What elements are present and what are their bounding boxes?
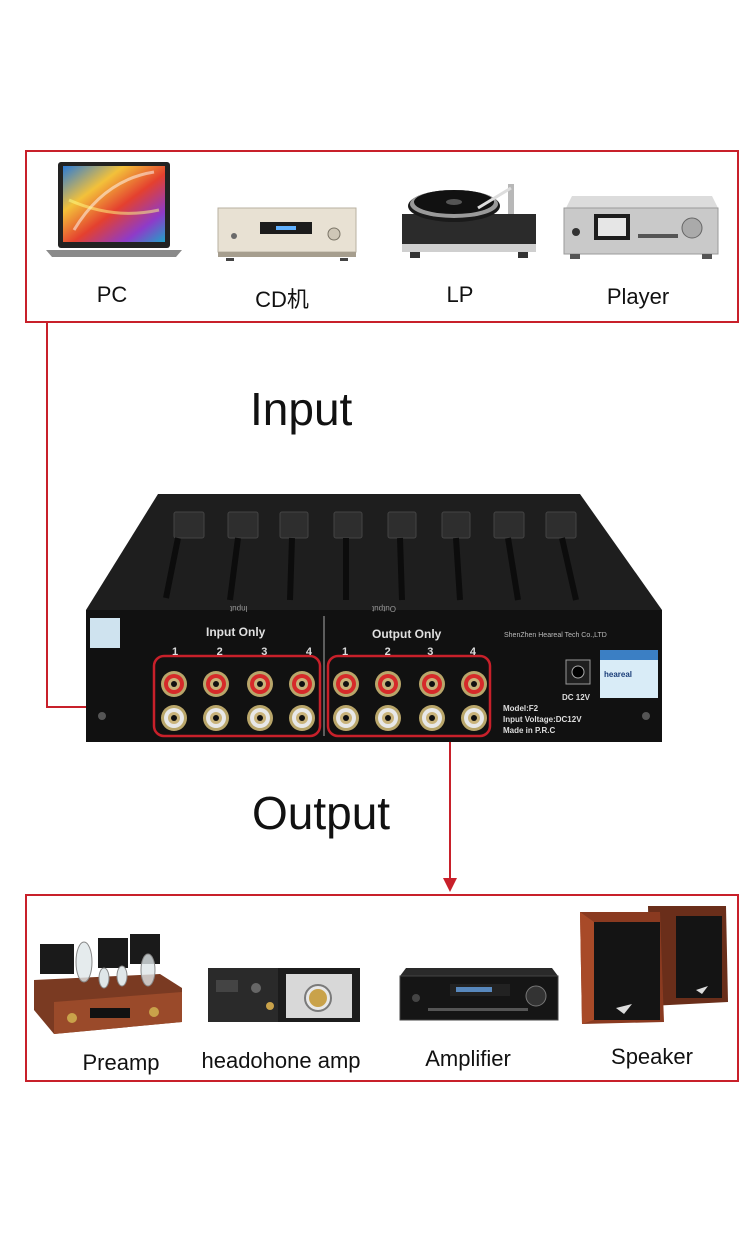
rca-jack-red [375,671,401,697]
media-player-icon [560,194,720,262]
rca-jack-white [461,705,487,731]
headphone-amp-icon [206,966,362,1026]
rca-jack-white [333,705,359,731]
input-port-number: 3 [261,646,268,658]
output-label-amplifier: Amplifier [425,1046,511,1071]
output-port-number: 4 [469,646,476,658]
output-title: Output [252,787,391,839]
input-port-numbers: 1 2 3 4 [172,646,312,658]
input-section-label: Input Only [206,625,266,639]
av-amplifier-icon [398,966,560,1026]
rca-jack-white [375,705,401,731]
input-port-number: 1 [172,646,179,658]
rca-jack-red [161,671,187,697]
input-label-lp: LP [446,282,474,307]
rca-jack-white [289,705,315,731]
input-port-number: 2 [216,646,223,658]
rca-jack-white [203,705,229,731]
voltage-text: Input Voltage:DC12V [503,715,582,724]
laptop-icon [44,160,184,260]
rca-jack-red [289,671,315,697]
rca-jack-red [203,671,229,697]
output-label-speaker: Speaker [611,1044,693,1069]
input-label-pc: PC [96,282,128,307]
rca-jack-white [247,705,273,731]
input-sources-box [25,150,739,323]
rca-jack-red [247,671,273,697]
output-port-number: 3 [427,646,434,658]
output-port-number: 2 [384,646,391,658]
output-label-headphone-amp: headohone amp [201,1048,361,1073]
output-port-number: 1 [342,646,349,658]
power-label: DC 12V [562,693,591,702]
origin-text: Made in P.R.C [503,726,556,735]
output-targets-box [25,894,739,1082]
sticker-brand: heareal [604,670,633,679]
rca-jack-white [419,705,445,731]
turntable-icon [396,180,542,262]
output-section-label: Output Only [372,627,442,641]
tube-preamp-icon [30,930,186,1036]
output-label-preamp: Preamp [82,1050,160,1075]
input-title: Input [250,383,353,435]
rca-jack-red [461,671,487,697]
input-port-number: 4 [305,646,312,658]
output-port-numbers: 1 2 3 4 [342,646,476,658]
manufacturer-text: ShenZhen Heareal Tech Co.,LTD [504,632,607,639]
rca-jack-red [333,671,359,697]
rca-jack-red [419,671,445,697]
rca-jack-white [161,705,187,731]
top-input-label: Input [230,604,248,613]
model-text: Model:F2 [503,704,539,713]
input-label-cd: CD机 [255,287,309,312]
top-output-label: Output [372,604,397,613]
device-specs: Model:F2 Input Voltage:DC12V Made in P.R… [503,703,582,736]
speaker-icon [576,902,732,1028]
input-label-player: Player [606,284,670,309]
cd-player-icon [216,206,358,262]
